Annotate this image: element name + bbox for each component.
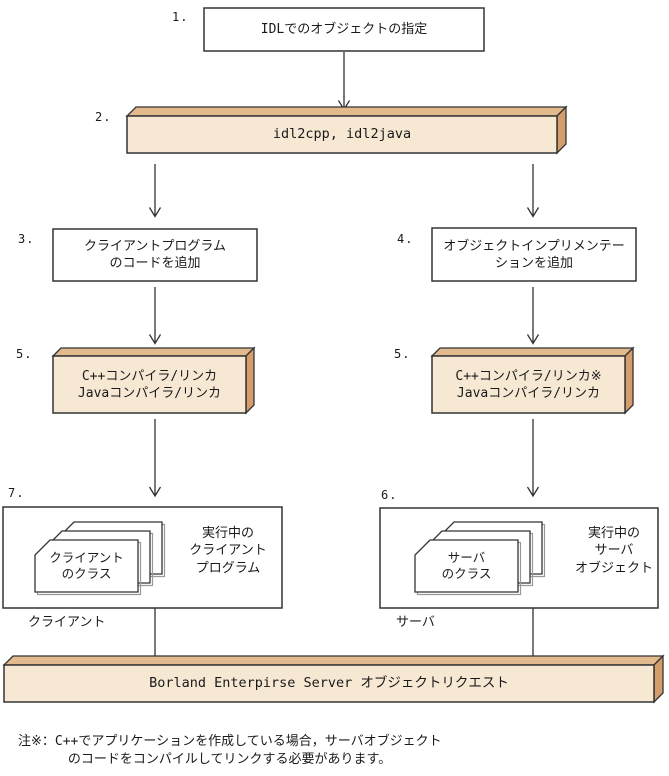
step2-bar-front-face [126, 115, 558, 154]
bus-bar-top-face [2, 655, 665, 666]
step5-right-number: 5. [394, 347, 411, 361]
arrow-step2-to-step4 [526, 164, 540, 218]
step1-box [203, 7, 485, 52]
step3-box [52, 228, 258, 282]
step4-box [431, 227, 637, 282]
step6-side-line3: オブジェクト [574, 560, 653, 576]
footnote: 注※： C++でアプリケーションを作成している場合，サーバオブジェクト のコード… [18, 733, 442, 769]
step7-number: 7. [8, 486, 25, 500]
step5-right-line1: C++コンパイラ/リンカ※ [455, 368, 602, 384]
step5-left-side-face [245, 346, 255, 415]
step3-line2: のコードを追加 [109, 256, 201, 271]
step5-right-line2: Javaコンパイラ/リンカ [456, 385, 601, 401]
step5-right-top-face [430, 347, 635, 357]
step4-number: 4. [397, 232, 414, 246]
arrow-step2-to-step3 [148, 164, 162, 218]
step6-number: 6. [381, 488, 398, 502]
arrow-step4-to-step5 [526, 287, 540, 345]
server-card-line1: サーバ [447, 550, 486, 565]
arrow-step5-to-step6 [526, 419, 540, 498]
footnote-label: 注※： [18, 734, 55, 749]
bus-bar-front-face [3, 664, 655, 703]
step5-left-text: C++コンパイラ/リンカ Javaコンパイラ/リンカ [53, 356, 246, 413]
step5-right-side-face [624, 346, 634, 415]
step3-number: 3. [18, 232, 35, 246]
server-card-front [414, 539, 519, 593]
client-card-text: クライアント のクラス [35, 540, 138, 592]
bus-text: Borland Enterpirse Server オブジェクトリクエスト [149, 675, 509, 691]
server-card-line2: のクラス [441, 566, 492, 581]
arrow-step1-to-step2 [337, 52, 351, 111]
server-card-text: サーバ のクラス [415, 540, 518, 592]
step7-side-text: 実行中の クライアント プログラム [170, 522, 286, 580]
step3-line1: クライアントプログラム [83, 239, 227, 254]
step2-text: idl2cpp, idl2java [272, 126, 412, 142]
step5-right-front-face [431, 355, 626, 414]
step1-number: 1. [172, 10, 189, 24]
step2-bar-top-face [125, 106, 568, 117]
step6-side-line2: サーバ [594, 543, 634, 559]
step6-side-text: 実行中の サーバ オブジェクト [556, 522, 669, 580]
client-card-line1: クライアント [49, 550, 124, 565]
bus-bar-side-face [653, 654, 664, 704]
step7-side-line1: 実行中の [201, 525, 254, 541]
step2-bar-side-face [556, 105, 567, 155]
step2-number: 2. [95, 110, 112, 124]
client-caption: クライアント [28, 615, 106, 630]
step5-left-front-face [52, 355, 247, 414]
footnote-line2: のコードをコンパイルしてリンクする必要があります。 [67, 752, 392, 767]
step5-right-text: C++コンパイラ/リンカ※ Javaコンパイラ/リンカ [432, 356, 625, 413]
step6-side-line1: 実行中の [587, 525, 640, 541]
client-card-line2: のクラス [61, 566, 112, 581]
step5-left-number: 5. [16, 347, 33, 361]
step4-line2: ションを追加 [494, 255, 573, 271]
footnote-line1: C++でアプリケーションを作成している場合，サーバオブジェクト [54, 734, 442, 749]
footnote-body: C++でアプリケーションを作成している場合，サーバオブジェクト のコードをコンパ… [55, 733, 442, 769]
step7-side-line3: プログラム [195, 560, 261, 576]
step5-left-line1: C++コンパイラ/リンカ [81, 368, 218, 384]
step5-left-line2: Javaコンパイラ/リンカ [77, 385, 222, 401]
step4-line1: オブジェクトインプリメンテー [443, 238, 625, 254]
arrow-step3-to-step5 [148, 287, 162, 345]
step3-text: クライアントプログラム のコードを追加 [53, 229, 257, 281]
step5-left-top-face [51, 347, 256, 357]
client-card-front [34, 539, 139, 593]
step7-side-line2: クライアント [189, 543, 267, 559]
server-caption: サーバ [396, 615, 435, 630]
step1-text: IDLでのオブジェクトの指定 [260, 22, 428, 37]
arrow-step5-to-step7 [148, 419, 162, 498]
step4-text: オブジェクトインプリメンテー ションを追加 [432, 228, 636, 281]
